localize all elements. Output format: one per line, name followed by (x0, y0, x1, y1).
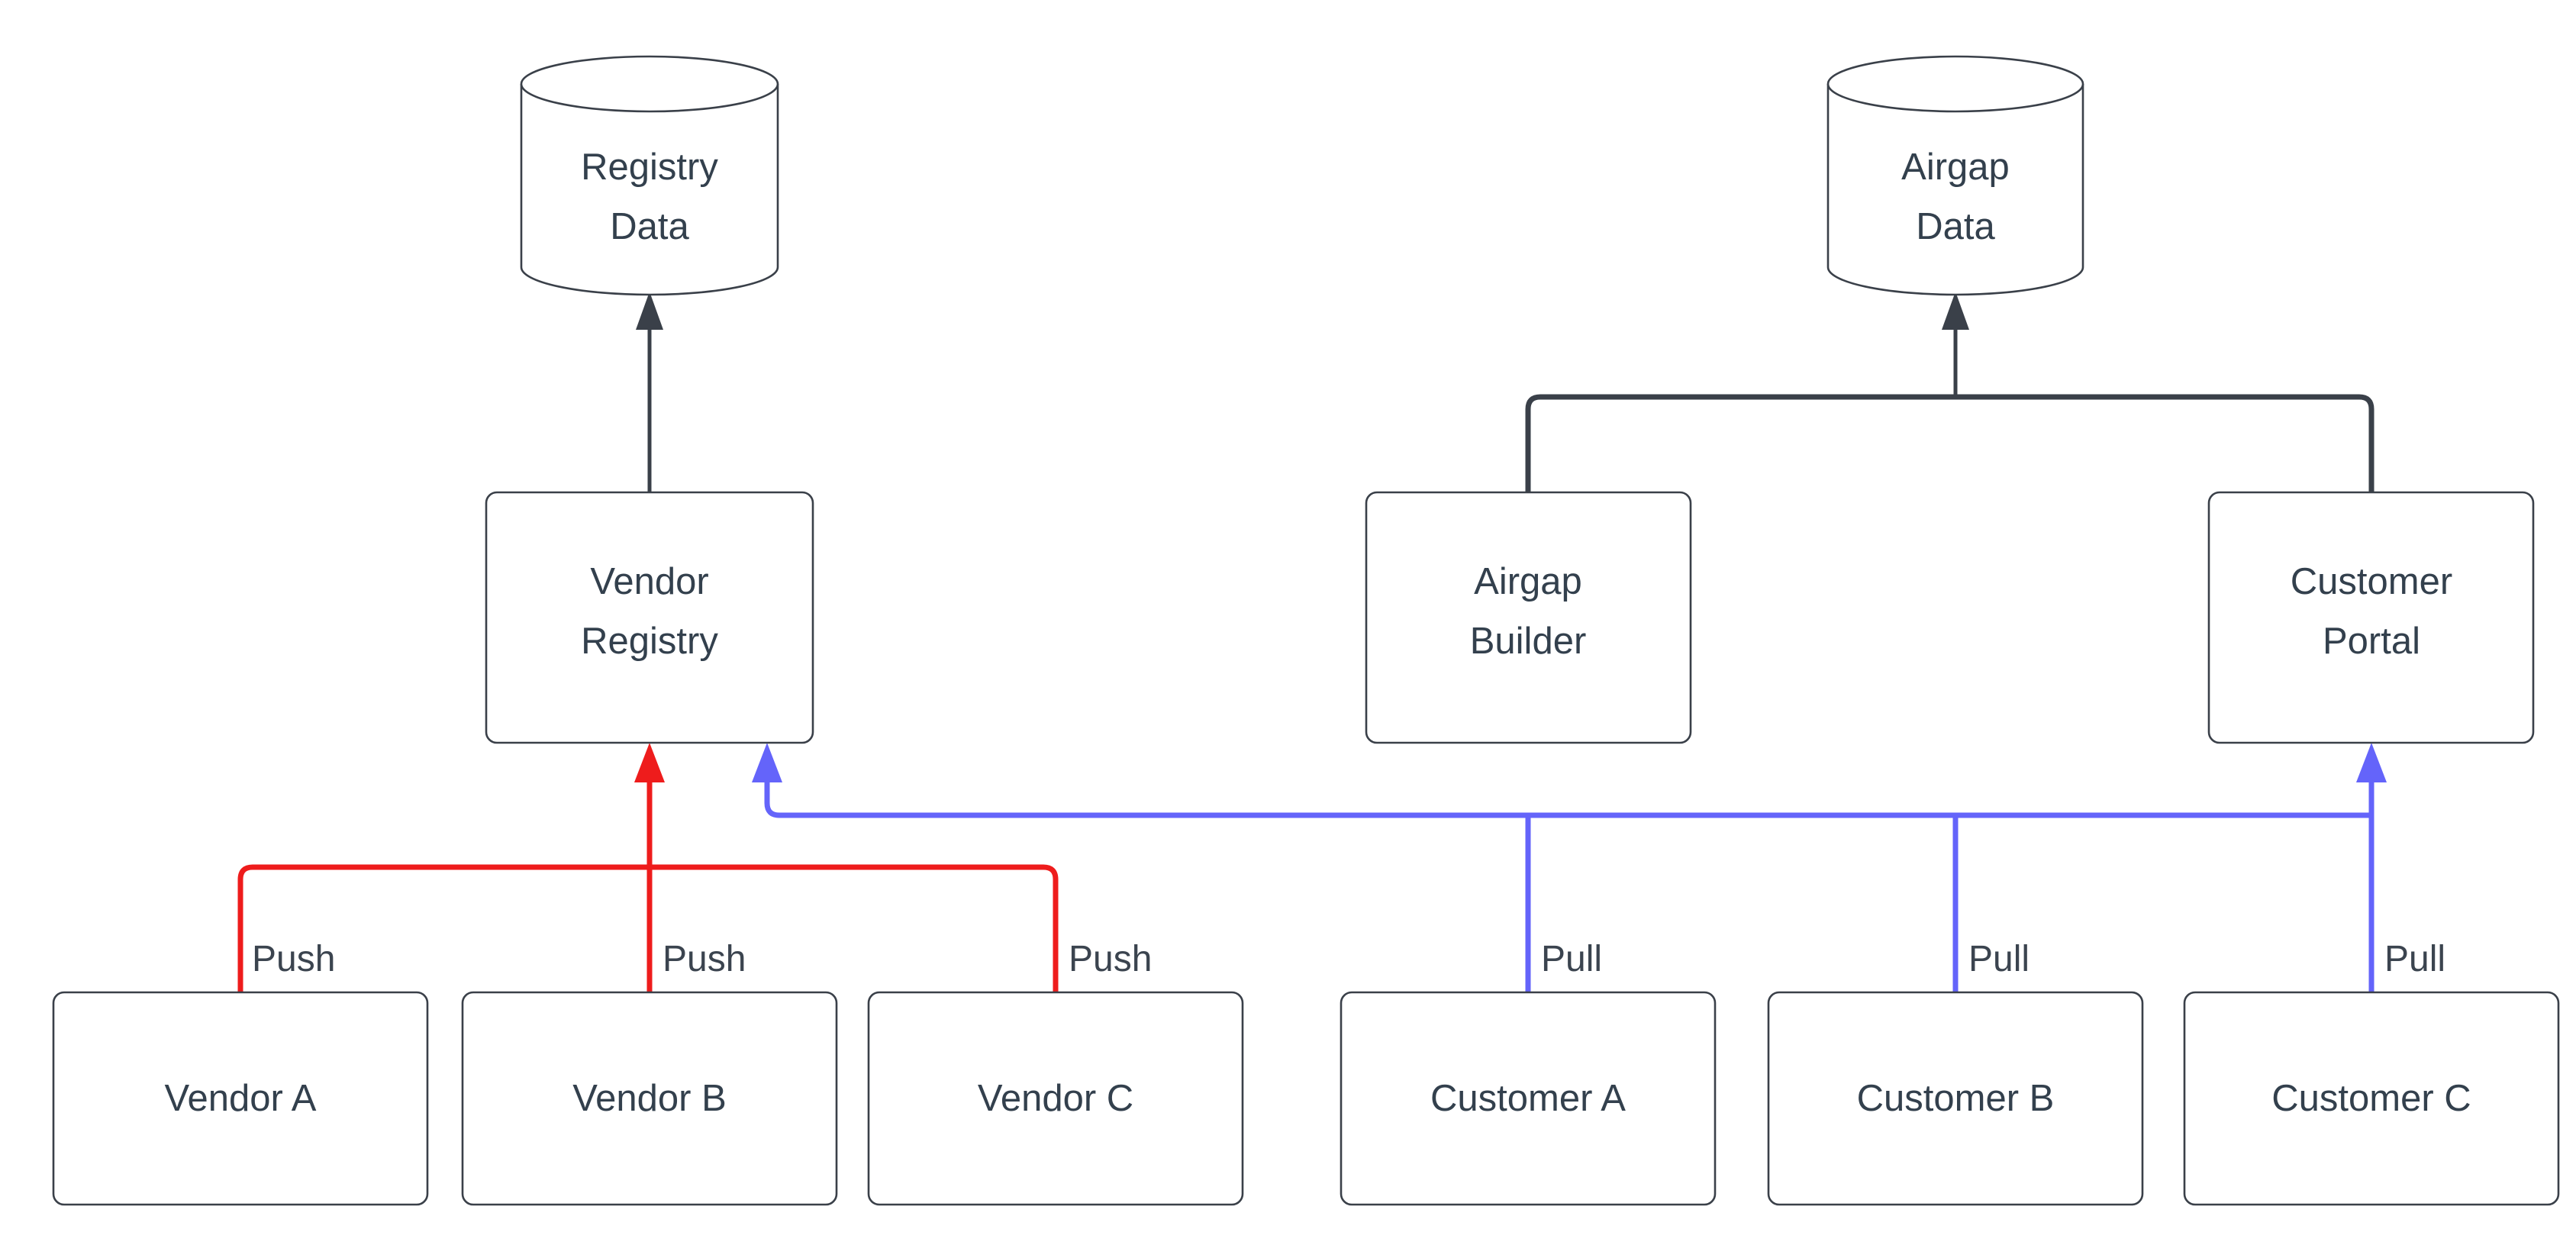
edge-label-pull-3: Pull (2384, 939, 2445, 979)
node-customer-c[interactable]: Customer C (2183, 991, 2560, 1206)
node-vendor-b[interactable]: Vendor B (461, 991, 838, 1206)
cylinder-body (520, 84, 779, 296)
node-airgap-builder[interactable]: Airgap Builder (1365, 491, 1692, 744)
node-customer-a[interactable]: Customer A (1340, 991, 1717, 1206)
datastore-registry-data[interactable]: Registry Data (520, 55, 779, 296)
edge-label-push-1: Push (252, 939, 335, 979)
edge-push-vendor-c (650, 864, 1059, 992)
edge-label-pull-2: Pull (1968, 939, 2030, 979)
node-vendor-registry[interactable]: Vendor Registry (485, 491, 814, 744)
node-vendor-a[interactable]: Vendor A (52, 991, 429, 1206)
node-box (1365, 491, 1692, 744)
arrowhead-icon (1942, 292, 1969, 330)
arrowhead-icon (634, 743, 665, 782)
cylinder-top (520, 55, 779, 113)
cylinder-body (1826, 84, 2084, 296)
edge-airgap-group-to-airgap-data (1525, 292, 2374, 492)
node-box (1767, 991, 2144, 1206)
edge-vendor-registry-to-registry-data (636, 292, 663, 492)
edge-group-push (237, 743, 1059, 992)
edge-label-pull-1: Pull (1541, 939, 1602, 979)
edge-push-vendor-a (237, 864, 650, 992)
edge-pull-bus (764, 766, 2371, 818)
node-customer-portal[interactable]: Customer Portal (2207, 491, 2535, 744)
node-customer-b[interactable]: Customer B (1767, 991, 2144, 1206)
node-box (867, 991, 1244, 1206)
cylinder-top (1826, 55, 2084, 113)
edge-label-push-3: Push (1069, 939, 1152, 979)
node-vendor-c[interactable]: Vendor C (867, 991, 1244, 1206)
datastore-airgap-data[interactable]: Airgap Data (1826, 55, 2084, 296)
node-box (52, 991, 429, 1206)
arrowhead-icon (2356, 743, 2387, 782)
node-box (1340, 991, 1717, 1206)
edge-bus-line (1525, 394, 2374, 492)
edge-group-pull (752, 743, 2387, 992)
node-box (485, 491, 814, 744)
node-box (2183, 991, 2560, 1206)
node-box (2207, 491, 2535, 744)
arrowhead-icon (752, 743, 782, 782)
edge-label-push-2: Push (663, 939, 746, 979)
arrowhead-icon (636, 292, 663, 330)
node-box (461, 991, 838, 1206)
